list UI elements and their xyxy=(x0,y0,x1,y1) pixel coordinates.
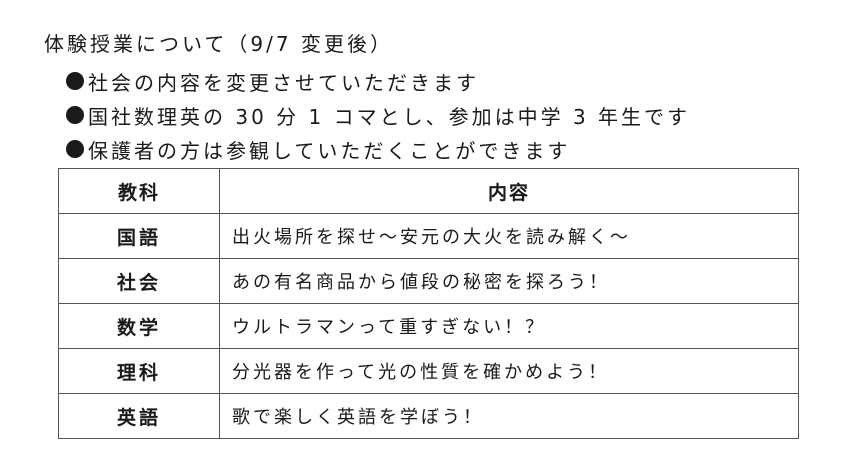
notice-text: 国社数理英の 30 分 1 コマとし、参加は中学 3 年生です xyxy=(88,104,691,129)
content-cell: ウルトラマンって重すぎない！？ xyxy=(219,303,799,349)
bullet-dot-icon xyxy=(66,106,84,124)
table-row: 国語 出火場所を探せ～安元の大火を読み解く～ xyxy=(58,213,799,259)
notice-text: 保護者の方は参観していただくことができます xyxy=(88,138,571,163)
notice-item: 保護者の方は参観していただくことができます xyxy=(66,132,690,166)
bullet-dot-icon xyxy=(66,72,84,90)
content-cell: あの有名商品から値段の秘密を探ろう！ xyxy=(219,258,799,304)
table-row: 理科 分光器を作って光の性質を確かめよう！ xyxy=(58,348,799,394)
lesson-schedule-table: 教科 内容 国語 出火場所を探せ～安元の大火を読み解く～ 社会 あの有名商品から… xyxy=(58,168,799,439)
subject-cell: 国語 xyxy=(58,213,220,259)
notice-list: 社会の内容を変更させていただきます 国社数理英の 30 分 1 コマとし、参加は… xyxy=(66,64,690,166)
table-header-row: 教科 内容 xyxy=(58,168,799,214)
subject-cell: 数学 xyxy=(58,303,220,349)
table-row: 数学 ウルトラマンって重すぎない！？ xyxy=(58,303,799,349)
content-cell: 分光器を作って光の性質を確かめよう！ xyxy=(219,348,799,394)
notice-text: 社会の内容を変更させていただきます xyxy=(88,70,479,95)
subject-cell: 社会 xyxy=(58,258,220,304)
column-header-subject: 教科 xyxy=(58,168,220,214)
subject-cell: 理科 xyxy=(58,348,220,394)
notice-item: 社会の内容を変更させていただきます xyxy=(66,64,690,98)
table-row: 英語 歌で楽しく英語を学ぼう！ xyxy=(58,393,799,439)
column-header-content: 内容 xyxy=(219,168,799,214)
subject-cell: 英語 xyxy=(58,393,220,439)
page-title: 体験授業について（9/7 変更後） xyxy=(44,32,393,56)
content-cell: 歌で楽しく英語を学ぼう！ xyxy=(219,393,799,439)
table-row: 社会 あの有名商品から値段の秘密を探ろう！ xyxy=(58,258,799,304)
bullet-dot-icon xyxy=(66,140,84,158)
content-cell: 出火場所を探せ～安元の大火を読み解く～ xyxy=(219,213,799,259)
notice-item: 国社数理英の 30 分 1 コマとし、参加は中学 3 年生です xyxy=(66,98,690,132)
